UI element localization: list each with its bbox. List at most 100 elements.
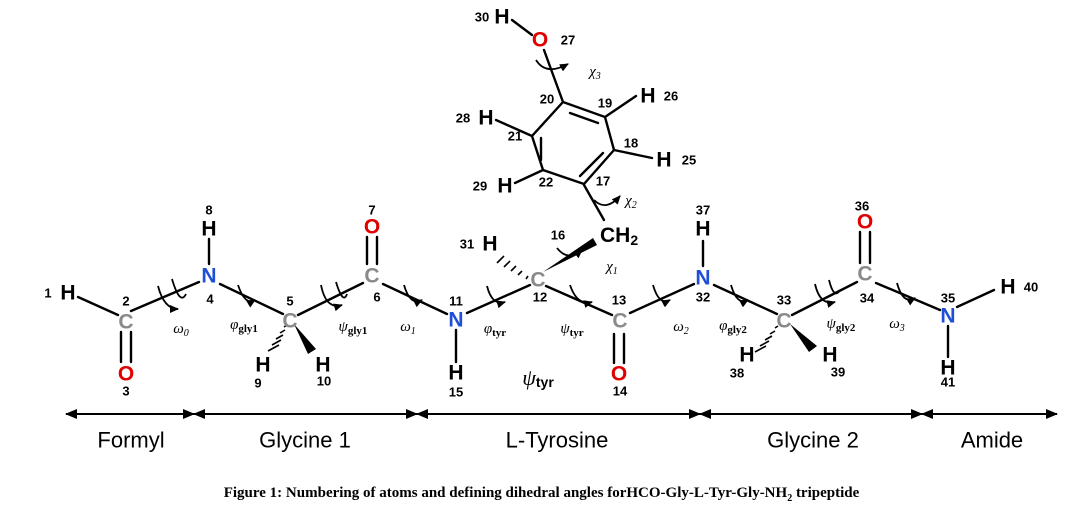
bond-n32-c33 xyxy=(712,283,779,316)
num-6: 6 xyxy=(373,290,380,305)
num-25: 25 xyxy=(682,153,696,168)
num-34: 34 xyxy=(860,291,875,306)
label-omega2: ω2 xyxy=(673,319,689,337)
atom-h30: H xyxy=(494,6,509,29)
arc-psi-gly1-b xyxy=(335,281,348,299)
num-28: 28 xyxy=(456,111,470,126)
num-36: 36 xyxy=(855,199,869,214)
segment-glycine1: Glycine 1 xyxy=(259,428,351,453)
segment-tyrosine: L-Tyrosine xyxy=(506,428,609,453)
atom-c13: C xyxy=(612,310,627,333)
atom-n11: N xyxy=(448,309,463,332)
bond-c2-n4 xyxy=(129,280,201,313)
label-chi2: χ2 xyxy=(623,193,637,211)
atom-h40: H xyxy=(1000,276,1015,299)
arc-psi-gly2-a xyxy=(814,283,836,308)
label-psi-tyr-large: ψtyr xyxy=(522,365,554,391)
caption-text: Figure 1: Numbering of atoms and definin… xyxy=(223,485,788,501)
num-39: 39 xyxy=(831,365,845,380)
atom-h8: H xyxy=(201,218,216,241)
bond-c20-o27 xyxy=(542,48,565,104)
atom-h29: H xyxy=(497,175,512,198)
atom-h9: H xyxy=(255,354,270,377)
num-5: 5 xyxy=(286,294,293,309)
num-12: 12 xyxy=(533,290,547,305)
atom-c12: C xyxy=(530,269,545,292)
bond-c6-n11 xyxy=(381,282,449,316)
atom-numbers: 1 2 3 4 5 6 7 8 9 10 11 12 13 14 15 16 1… xyxy=(44,10,1038,400)
num-4: 4 xyxy=(206,292,214,307)
bond-c33-c34 xyxy=(790,280,859,317)
atom-c5: C xyxy=(282,310,297,333)
label-psi-gly2: ψgly2 xyxy=(827,316,856,334)
caption-tail: tripeptide xyxy=(792,485,860,501)
label-phi-gly1: φgly1 xyxy=(230,317,258,335)
arc-psi-gly2-b xyxy=(828,279,841,295)
num-38: 38 xyxy=(730,366,744,381)
dihedral-arcs xyxy=(157,59,916,313)
arc-phi-gly2 xyxy=(730,284,749,308)
arc-phi-gly1 xyxy=(237,284,256,308)
atom-c34: C xyxy=(857,263,872,286)
arc-omega2 xyxy=(652,284,671,308)
wedge-bond-c5-h10 xyxy=(294,324,316,354)
num-16: 16 xyxy=(551,228,565,243)
atom-n4: N xyxy=(201,265,216,288)
bond-c5-c6 xyxy=(296,281,365,317)
atom-h37: H xyxy=(695,218,710,241)
bond-c18-h25 xyxy=(612,148,654,160)
bond-h1-c2 xyxy=(76,295,120,317)
atom-o3: O xyxy=(118,363,134,386)
num-7: 7 xyxy=(368,203,375,218)
bonds xyxy=(76,18,996,365)
num-30: 30 xyxy=(475,10,489,25)
arc-omega3 xyxy=(896,282,916,306)
num-18: 18 xyxy=(624,136,638,151)
atom-h25: H xyxy=(656,149,671,172)
num-13: 13 xyxy=(612,293,626,308)
atom-c2: C xyxy=(118,311,133,334)
num-19: 19 xyxy=(598,96,612,111)
bond-c22-h29 xyxy=(513,168,545,185)
atom-h10: H xyxy=(315,354,330,377)
num-2: 2 xyxy=(122,294,129,309)
segment-formyl: Formyl xyxy=(97,428,164,453)
atom-labels: H C O N C C O H H H N C C O H H CH2 H H … xyxy=(60,6,1015,386)
arc-psi-tyr xyxy=(569,284,593,308)
num-1: 1 xyxy=(44,286,51,301)
label-omega3: ω3 xyxy=(889,316,905,334)
figure-caption: Figure 1: Numbering of atoms and definin… xyxy=(0,485,1083,504)
num-10: 10 xyxy=(317,374,331,389)
arc-chi1 xyxy=(556,247,583,259)
bond-c21-h28 xyxy=(494,118,534,138)
num-21: 21 xyxy=(508,129,522,144)
segment-amide: Amide xyxy=(961,428,1023,453)
bond-c13-n32 xyxy=(628,282,696,315)
bond-c34-n35 xyxy=(874,281,942,312)
arc-chi3 xyxy=(535,59,569,72)
atom-n35: N xyxy=(940,305,955,328)
ring-double-2 xyxy=(578,151,605,178)
arc-omega1 xyxy=(403,284,423,308)
atom-h41: H xyxy=(940,357,955,380)
label-psi-tyr: ψtyr xyxy=(560,321,583,339)
arc-omega0-b xyxy=(171,278,187,299)
atom-h39: H xyxy=(822,344,837,367)
label-omega1: ω1 xyxy=(400,319,416,337)
num-26: 26 xyxy=(664,89,678,104)
segment-glycine2: Glycine 2 xyxy=(767,428,859,453)
label-omega0: ω0 xyxy=(173,321,189,339)
atom-n32: N xyxy=(695,267,710,290)
num-40: 40 xyxy=(1024,280,1038,295)
arc-omega0-a xyxy=(157,285,179,313)
bond-ch2-c17 xyxy=(582,183,606,222)
bond-n11-c12 xyxy=(465,283,532,315)
num-9: 9 xyxy=(254,376,261,391)
num-41: 41 xyxy=(941,375,955,390)
segment-labels: Formyl Glycine 1 L-Tyrosine Glycine 2 Am… xyxy=(97,428,1023,453)
label-phi-tyr: φtyr xyxy=(484,321,506,339)
label-chi1: χ1 xyxy=(604,259,618,277)
num-22: 22 xyxy=(539,175,553,190)
atom-h28: H xyxy=(478,107,493,130)
